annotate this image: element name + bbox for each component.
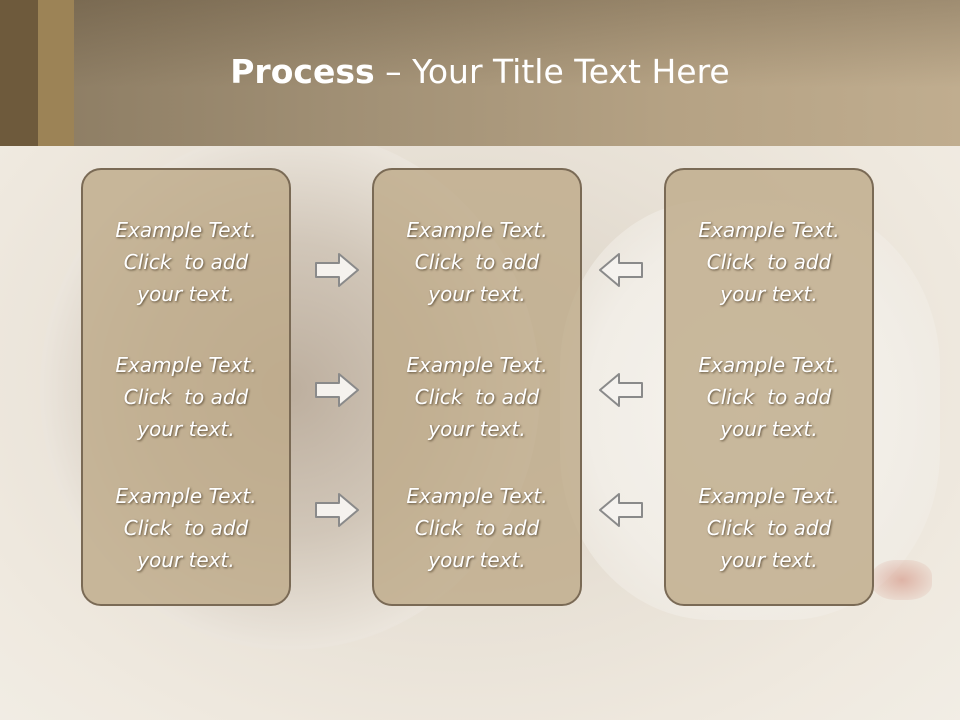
process-panel-right: Example Text. Click to add your text. Ex… xyxy=(664,168,874,606)
text-line: Example Text. xyxy=(698,353,840,377)
arrow-left-icon xyxy=(599,493,643,527)
arrow-left-icon xyxy=(599,253,643,287)
text-line: your text. xyxy=(720,548,818,572)
arrow-right-icon xyxy=(315,373,359,407)
text-line: Click to add xyxy=(706,385,832,409)
text-line: Click to add xyxy=(414,250,540,274)
background-photo-accent xyxy=(872,560,932,600)
arrow-right-icon xyxy=(315,253,359,287)
header-strip-dark xyxy=(0,0,38,146)
header-strip-mid xyxy=(38,0,74,146)
text-line: your text. xyxy=(720,417,818,441)
title-rest: – Your Title Text Here xyxy=(374,52,730,91)
text-placeholder[interactable]: Example Text. Click to add your text. xyxy=(374,480,580,576)
text-placeholder[interactable]: Example Text. Click to add your text. xyxy=(666,349,872,445)
arrow-left-icon xyxy=(599,373,643,407)
text-line: your text. xyxy=(428,548,526,572)
text-line: Click to add xyxy=(414,385,540,409)
text-placeholder[interactable]: Example Text. Click to add your text. xyxy=(374,349,580,445)
text-line: Click to add xyxy=(706,250,832,274)
text-line: your text. xyxy=(137,548,235,572)
text-line: Click to add xyxy=(123,250,249,274)
text-placeholder[interactable]: Example Text. Click to add your text. xyxy=(83,480,289,576)
text-line: your text. xyxy=(137,282,235,306)
arrow-right-icon xyxy=(315,493,359,527)
text-line: Click to add xyxy=(706,516,832,540)
text-line: Click to add xyxy=(414,516,540,540)
text-line: Example Text. xyxy=(698,218,840,242)
text-line: Click to add xyxy=(123,516,249,540)
text-line: Example Text. xyxy=(115,353,257,377)
text-line: Example Text. xyxy=(406,484,548,508)
text-line: Example Text. xyxy=(406,353,548,377)
slide-title[interactable]: Process – Your Title Text Here xyxy=(74,52,886,91)
text-placeholder[interactable]: Example Text. Click to add your text. xyxy=(666,480,872,576)
text-line: Example Text. xyxy=(698,484,840,508)
text-placeholder[interactable]: Example Text. Click to add your text. xyxy=(83,349,289,445)
title-bold: Process xyxy=(230,52,375,91)
process-panel-left: Example Text. Click to add your text. Ex… xyxy=(81,168,291,606)
text-line: Example Text. xyxy=(115,218,257,242)
text-line: Example Text. xyxy=(406,218,548,242)
text-placeholder[interactable]: Example Text. Click to add your text. xyxy=(374,214,580,310)
text-placeholder[interactable]: Example Text. Click to add your text. xyxy=(666,214,872,310)
text-line: Example Text. xyxy=(115,484,257,508)
text-line: your text. xyxy=(720,282,818,306)
text-line: your text. xyxy=(137,417,235,441)
title-bar xyxy=(0,0,960,146)
text-placeholder[interactable]: Example Text. Click to add your text. xyxy=(83,214,289,310)
text-line: Click to add xyxy=(123,385,249,409)
text-line: your text. xyxy=(428,282,526,306)
process-panel-center: Example Text. Click to add your text. Ex… xyxy=(372,168,582,606)
text-line: your text. xyxy=(428,417,526,441)
